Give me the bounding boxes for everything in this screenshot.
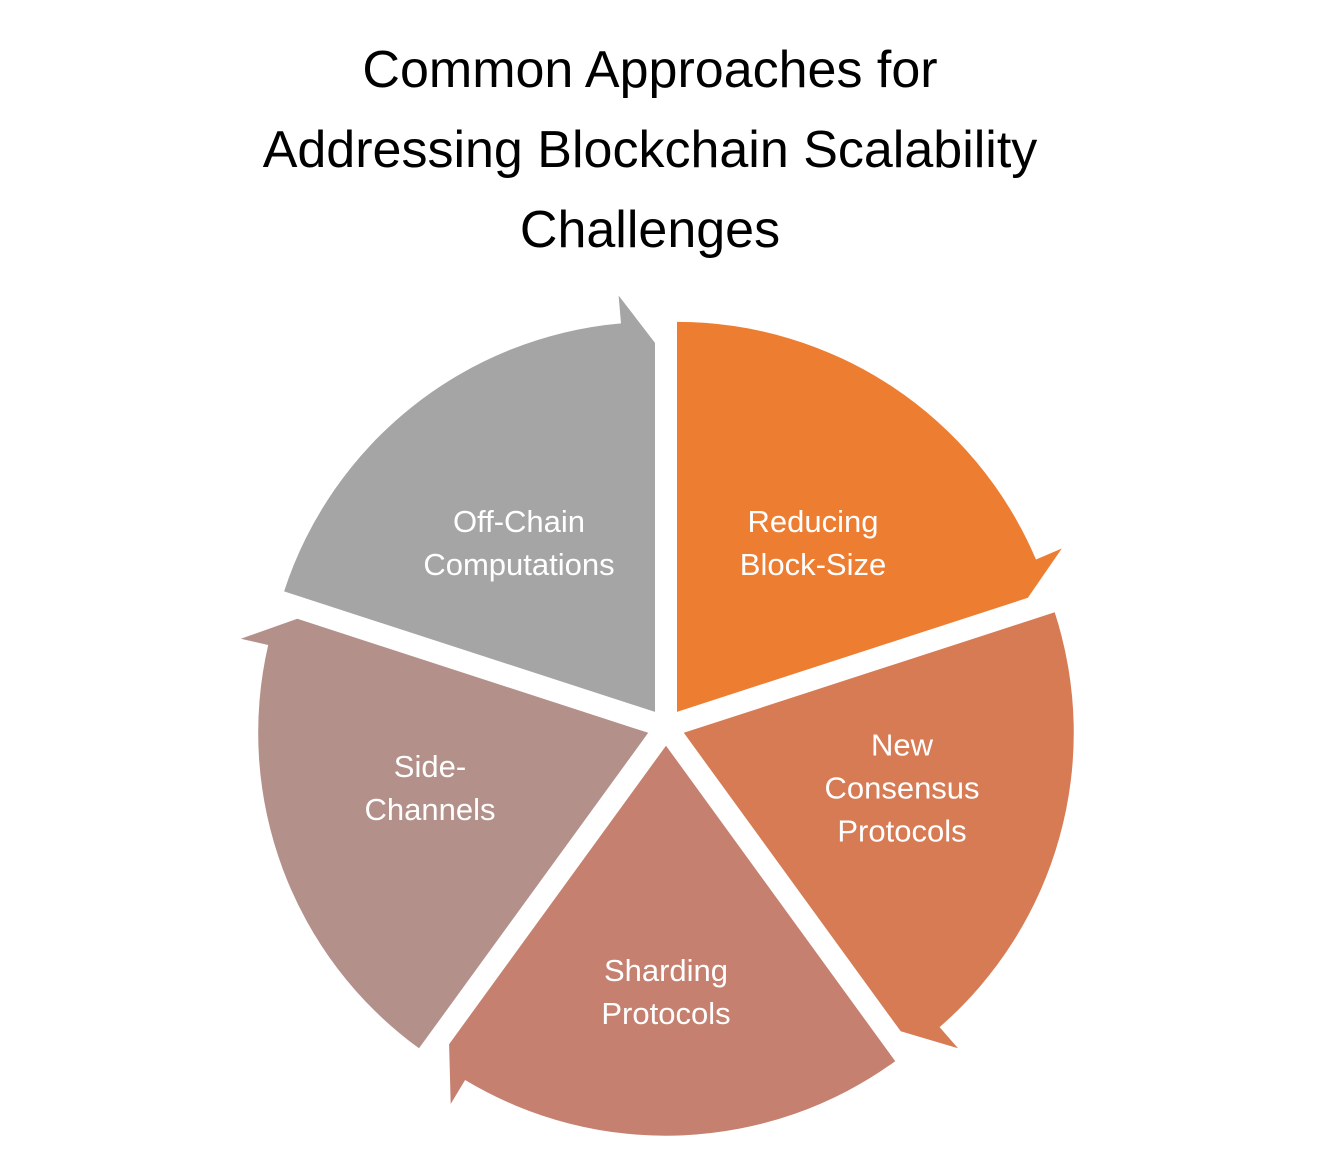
label-line: Protocols — [837, 813, 967, 849]
title-line: Addressing Blockchain Scalability — [262, 121, 1038, 179]
title-line: Common Approaches for — [362, 41, 938, 99]
title-line: Challenges — [519, 201, 781, 259]
segment-sharding-protocols — [449, 745, 896, 1136]
segment-reducing-block-size — [677, 321, 1062, 712]
label-line: Sharding — [603, 953, 729, 988]
label-line: Channels — [364, 792, 496, 827]
label-line: New — [870, 727, 933, 763]
segment-side-channels — [240, 618, 649, 1049]
segment-label-new-consensus-protocols: New Consensus Protocols — [824, 724, 979, 853]
diagram-title: Common Approaches for Addressing Blockch… — [0, 30, 1300, 270]
label-line: Side- — [393, 749, 467, 784]
label-line: Protocols — [601, 996, 731, 1031]
label-line: Computations — [423, 547, 615, 582]
segment-label-sharding-protocols: Sharding Protocols — [601, 949, 730, 1035]
segment-label-off-chain-computations: Off-Chain Computations — [423, 500, 614, 586]
segment-new-consensus-protocols — [683, 612, 1074, 1049]
label-line: Off-Chain — [452, 504, 586, 539]
segment-off-chain-computations — [284, 295, 655, 712]
label-line: Block-Size — [739, 547, 887, 582]
label-line: Reducing — [747, 504, 879, 539]
label-line: Consensus — [824, 770, 980, 806]
segment-label-reducing-block-size: Reducing Block-Size — [740, 500, 886, 586]
segment-label-side-channels: Side- Channels — [365, 745, 496, 831]
